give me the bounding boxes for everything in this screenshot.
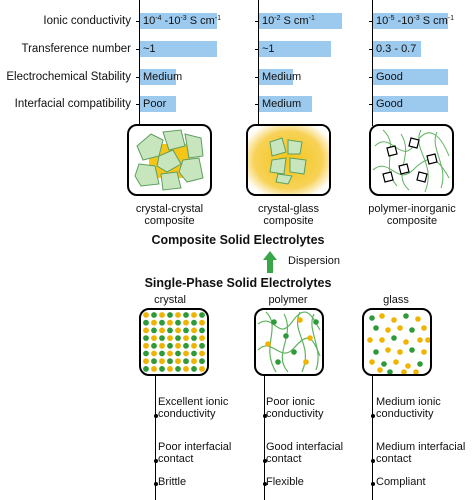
- value-text: ~1: [143, 43, 156, 55]
- axis-tick: [255, 77, 261, 78]
- axis-line-column-1: [139, 0, 140, 126]
- axis-tick: [369, 77, 375, 78]
- polymer-image: [254, 308, 324, 376]
- property-text: Compliant: [376, 476, 426, 488]
- axis-tick: [136, 77, 142, 78]
- timeline-dot: [370, 482, 375, 486]
- timeline-dot: [153, 459, 158, 463]
- caption-crystal-crystal-line2: composite: [144, 215, 195, 227]
- value-text: Poor: [143, 98, 167, 110]
- crystal-crystal-composite-image: [127, 124, 212, 196]
- value-text: Medium: [262, 71, 302, 83]
- single-title-crystal: crystal: [154, 294, 186, 306]
- single-title-glass: glass: [383, 294, 409, 306]
- axis-line-column-3: [372, 0, 373, 126]
- up-arrow-icon: [263, 251, 277, 273]
- value-bar: [373, 41, 421, 57]
- polymer-inorganic-composite-image: [369, 124, 454, 196]
- value-bar: [140, 69, 176, 85]
- value-bar: [259, 13, 342, 29]
- value-bar: [140, 13, 217, 29]
- value-text: Medium: [262, 98, 302, 110]
- row-label-ionic-conductivity: Ionic conductivity: [43, 15, 131, 27]
- property-text: Brittle: [158, 476, 187, 488]
- caption-crystal-glass-line1: crystal-glass: [257, 203, 320, 215]
- axis-tick: [136, 21, 142, 22]
- crystal-image: [139, 308, 209, 376]
- axis-tick: [369, 21, 375, 22]
- timeline-line-crystal: [155, 376, 156, 500]
- property-text: Flexible: [266, 476, 304, 488]
- value-text: Good: [376, 98, 403, 110]
- axis-tick: [255, 49, 261, 50]
- value-text: ~1: [262, 43, 275, 55]
- value-text: 10-5 -10-3 S cm-1: [376, 15, 455, 27]
- caption-crystal-crystal: crystal-crystal composite: [117, 203, 222, 227]
- caption-polymer-inorganic-line1: polymer-inorganic: [368, 203, 456, 215]
- single-phase-title: Single-Phase Solid Electrolytes: [144, 276, 332, 290]
- timeline-line-glass: [372, 376, 373, 500]
- value-bar: [140, 96, 176, 112]
- row-label-electrochemical-stability: Electrochemical Stability: [6, 71, 131, 83]
- axis-tick: [255, 21, 261, 22]
- composite-title: Composite Solid Electrolytes: [151, 233, 325, 247]
- timeline-dot: [153, 414, 158, 418]
- timeline-dot: [370, 459, 375, 463]
- caption-crystal-glass: crystal-glass composite: [236, 203, 341, 227]
- single-title-polymer: polymer: [268, 294, 308, 306]
- dispersion-label: Dispersion: [288, 255, 340, 267]
- timeline-dot: [262, 482, 267, 486]
- caption-polymer-inorganic-line2: composite: [386, 215, 438, 227]
- timeline-dot: [262, 459, 267, 463]
- value-bar: [259, 96, 312, 112]
- axis-tick: [255, 104, 261, 105]
- axis-tick: [136, 104, 142, 105]
- value-text: 0.3 - 0.7: [376, 43, 417, 55]
- axis-tick: [369, 49, 375, 50]
- value-bar: [140, 41, 217, 57]
- row-label-interfacial-compatibility: Interfacial compatibility: [14, 98, 131, 110]
- row-label-transference-number: Transference number: [21, 43, 131, 55]
- value-bar: [259, 69, 293, 85]
- axis-line-column-2: [258, 0, 259, 126]
- value-bar: [373, 96, 448, 112]
- axis-tick: [136, 49, 142, 50]
- value-text: 10-2 S cm-1: [262, 15, 315, 27]
- caption-crystal-glass-line2: composite: [263, 215, 314, 227]
- value-bar: [373, 13, 448, 29]
- timeline-dot: [153, 482, 158, 486]
- caption-polymer-inorganic: polymer-inorganic composite: [356, 203, 468, 227]
- value-bar: [259, 41, 331, 57]
- timeline-dot: [262, 414, 267, 418]
- axis-tick: [369, 104, 375, 105]
- value-text: Good: [376, 71, 403, 83]
- value-bar: [373, 69, 448, 85]
- timeline-line-polymer: [264, 376, 265, 500]
- crystal-glass-composite-image: [246, 124, 331, 196]
- value-text: Medium: [143, 71, 183, 83]
- caption-crystal-crystal-line1: crystal-crystal: [135, 203, 204, 215]
- timeline-dot: [370, 414, 375, 418]
- glass-image: [362, 308, 432, 376]
- value-text: 10-4 -10-3 S cm-1: [143, 15, 222, 27]
